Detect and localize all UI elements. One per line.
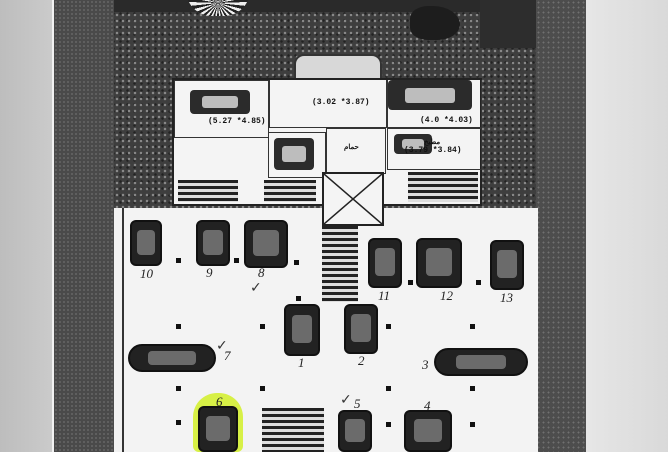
- dining-table-icon: [388, 80, 472, 110]
- sofa-set-icon: [190, 90, 250, 114]
- car-slot-13: [490, 240, 524, 290]
- kitchen-dimension: (3.79 *3.84): [404, 146, 462, 155]
- checkmark-icon: ✓: [340, 392, 352, 408]
- slot-number-12: 12: [440, 288, 453, 303]
- car-slot-2: [344, 304, 378, 354]
- elevator-shaft: [322, 172, 384, 226]
- car-slot-10: [130, 220, 162, 266]
- majlis-dimension: (3.02 *3.87): [312, 98, 370, 107]
- service-steps: [408, 172, 478, 202]
- car-slot-1: [284, 304, 320, 356]
- column-marker: [176, 258, 181, 263]
- column-marker: [408, 280, 413, 285]
- slot-number-10: 10: [140, 266, 153, 281]
- stair-icon: [274, 138, 314, 170]
- car-slot-11: [368, 238, 402, 288]
- column-marker: [260, 386, 265, 391]
- side-steps: [264, 180, 316, 202]
- column-marker: [470, 386, 475, 391]
- column-marker: [294, 260, 299, 265]
- car-slot-5: [338, 410, 372, 452]
- villa-floor-plan: [172, 78, 482, 206]
- left-boundary-wall: [54, 0, 114, 452]
- slot-number-5: 5: [354, 396, 361, 411]
- umbrella-icon: [186, 0, 250, 16]
- slot-number-6: 6: [216, 394, 223, 409]
- slot-number-9: 9: [206, 265, 213, 280]
- column-marker: [176, 420, 181, 425]
- living-room: [174, 80, 269, 138]
- column-marker: [260, 324, 265, 329]
- tree-icon: [410, 6, 460, 40]
- car-slot-12: [416, 238, 462, 288]
- slot-number-7: 7: [224, 348, 231, 363]
- car-slot-3: [434, 348, 528, 376]
- column-marker: [386, 324, 391, 329]
- car-slot-4: [404, 410, 452, 452]
- car-slot-8: [244, 220, 288, 268]
- slot-number-2: 2: [358, 353, 365, 368]
- kitchen-room: [387, 128, 482, 170]
- dining-room: [387, 80, 482, 128]
- checkmark-icon: ✓: [216, 338, 228, 354]
- column-marker: [470, 422, 475, 427]
- column-marker: [296, 296, 301, 301]
- right-boundary-wall: [536, 0, 586, 452]
- garden-top-edge: [114, 0, 536, 12]
- slot-number-1: 1: [298, 355, 305, 370]
- slot-number-4: 4: [424, 398, 431, 413]
- dining-dimension: (4.0 *4.03): [420, 116, 473, 125]
- elevator-cross-icon: [324, 174, 382, 224]
- car-slot-7: [128, 344, 216, 372]
- living-dimension: (5.27 *4.85): [208, 117, 266, 126]
- bath-room: [326, 128, 386, 174]
- column-marker: [386, 422, 391, 427]
- majlis-room: [269, 80, 387, 128]
- car-slot-6: [198, 406, 238, 452]
- slot-number-8: 8: [258, 265, 265, 280]
- entrance-steps: [178, 180, 238, 202]
- slot-number-3: 3: [422, 357, 429, 372]
- ramp-stairs: [322, 226, 358, 302]
- lower-stairs: [262, 408, 324, 452]
- corner-block: [480, 0, 536, 48]
- checkmark-icon: ✓: [250, 280, 262, 296]
- kitchen-counter-icon: [394, 134, 432, 154]
- bath-label: حمام: [344, 144, 359, 151]
- kitchen-label: مطبخ: [424, 139, 441, 146]
- slot-number-11: 11: [378, 288, 391, 303]
- column-marker: [476, 280, 481, 285]
- column-marker: [176, 386, 181, 391]
- column-marker: [386, 386, 391, 391]
- column-marker: [234, 258, 239, 263]
- stair-hall: [268, 132, 326, 178]
- car-slot-9: [196, 220, 230, 266]
- column-marker: [470, 324, 475, 329]
- column-marker: [176, 324, 181, 329]
- slot-number-13: 13: [500, 290, 513, 305]
